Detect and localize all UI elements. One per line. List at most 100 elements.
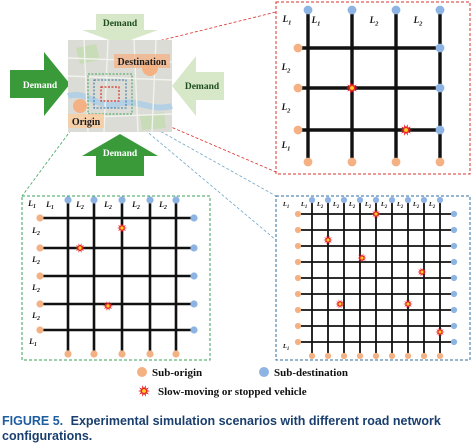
sub-destination-node [450, 210, 458, 218]
legend-slow-vehicle-label: Slow-moving or stopped vehicle [158, 386, 307, 398]
connector-blue-1 [125, 111, 277, 197]
sub-destination-node [420, 196, 428, 204]
sub-origin-node [391, 157, 401, 167]
sub-destination-node [64, 196, 72, 204]
spacing-label-l1: L1 [282, 14, 292, 27]
spacing-label-l2: L2 [428, 201, 436, 210]
spacing-label-l2: L2 [75, 200, 84, 211]
origin-label-bg [68, 114, 104, 128]
spacing-label-l1: L1 [300, 201, 307, 210]
spacing-label-l2: L2 [332, 201, 340, 210]
sub-origin-node [294, 338, 302, 346]
spacing-label-l2: L2 [158, 200, 167, 211]
sub-origin-node [36, 326, 44, 334]
spacing-label-l2: L2 [281, 62, 292, 75]
sub-origin-node [36, 214, 44, 222]
sub-destination-node [303, 5, 313, 15]
sub-destination-node [435, 125, 445, 135]
sub-origin-node [308, 352, 316, 360]
sub-destination-node [190, 300, 198, 308]
sub-destination-node [450, 290, 458, 298]
demand-arrow-left [10, 52, 70, 116]
sub-origin-node [420, 352, 428, 360]
sub-destination-node [450, 274, 458, 282]
demand-arrows: Demand Demand Demand Demand [10, 14, 224, 176]
spacing-label-l2: L2 [316, 201, 324, 210]
sub-origin-node [36, 244, 44, 252]
spacing-label-l2: L2 [31, 283, 40, 294]
sub-origin-node [372, 352, 380, 360]
sub-destination-node [391, 5, 401, 15]
spacing-label-l2: L2 [364, 201, 372, 210]
sub-origin-node [388, 352, 396, 360]
sub-origin-node [90, 350, 98, 358]
sub-origin-node [294, 290, 302, 298]
sub-origin-node [356, 352, 364, 360]
sub-destination-node [340, 196, 348, 204]
spacing-label-l1: L1 [282, 201, 289, 210]
slow-vehicle-icon [75, 243, 85, 253]
slow-vehicle-icon [403, 299, 413, 309]
sub-origin-node [172, 350, 180, 358]
origin-label: Origin [72, 117, 101, 128]
sub-destination-node [356, 196, 364, 204]
figure-caption: FIGURE 5. Experimental simulation scenar… [2, 414, 474, 448]
sub-destination-node [450, 226, 458, 234]
slow-vehicle-icon [138, 385, 150, 397]
demand-label-bottom: Demand [103, 149, 138, 159]
sub-destination-node [450, 242, 458, 250]
sub-destination-node [172, 196, 180, 204]
spacing-label-l2: L2 [369, 15, 380, 28]
spacing-label-l2: L2 [412, 201, 420, 210]
slow-vehicle-icon [335, 299, 345, 309]
demand-arrow-top [82, 14, 158, 44]
sub-destination-node [450, 258, 458, 266]
sub-destination-node [435, 5, 445, 15]
map-zone-green [87, 73, 133, 115]
caption-text: Experimental simulation scenarios with d… [2, 414, 441, 443]
sub-origin-node [435, 157, 445, 167]
spacing-label-l2: L2 [103, 200, 112, 211]
sub-destination-node [435, 83, 445, 93]
sub-origin-node [294, 322, 302, 330]
sub-origin-node [293, 43, 303, 53]
sub-destination-node [324, 196, 332, 204]
slow-vehicle-icon [417, 267, 427, 277]
caption-label: FIGURE 5. [2, 414, 64, 428]
map-zone-red [100, 86, 120, 102]
road-grid [298, 200, 454, 356]
sub-destination-node [90, 196, 98, 204]
spacing-label-l1: L1 [282, 343, 289, 352]
sub-origin-node [293, 83, 303, 93]
sub-origin-node [294, 242, 302, 250]
spacing-label-l1: L1 [45, 200, 54, 211]
sub-destination-node [190, 214, 198, 222]
slow-vehicle-icon [117, 223, 127, 233]
panel-frame-green [21, 195, 211, 361]
sub-destination-node [450, 338, 458, 346]
connector-blue-2 [125, 113, 277, 241]
sub-origin-node [294, 258, 302, 266]
sub-origin-node [36, 300, 44, 308]
sub-origin-node [293, 125, 303, 135]
sub-destination-node [118, 196, 126, 204]
legend-sub-destination-icon [259, 367, 269, 377]
demand-label-top: Demand [103, 19, 138, 29]
sub-origin-node [294, 226, 302, 234]
legend-vehicle-icon [138, 385, 150, 397]
city-map: Destination Origin [67, 39, 173, 133]
destination-label-bg [114, 54, 170, 68]
sub-destination-node [308, 196, 316, 204]
spacing-label-l2: L2 [31, 226, 40, 237]
map-zone-blue [93, 79, 127, 109]
demand-label-left: Demand [23, 81, 58, 91]
sub-destination-node [146, 196, 154, 204]
sub-origin-node [36, 272, 44, 280]
demand-arrow-right [172, 56, 224, 116]
legend-sub-destination-label: Sub-destination [274, 367, 348, 379]
sub-destination-node [347, 5, 357, 15]
sub-destination-node [190, 272, 198, 280]
